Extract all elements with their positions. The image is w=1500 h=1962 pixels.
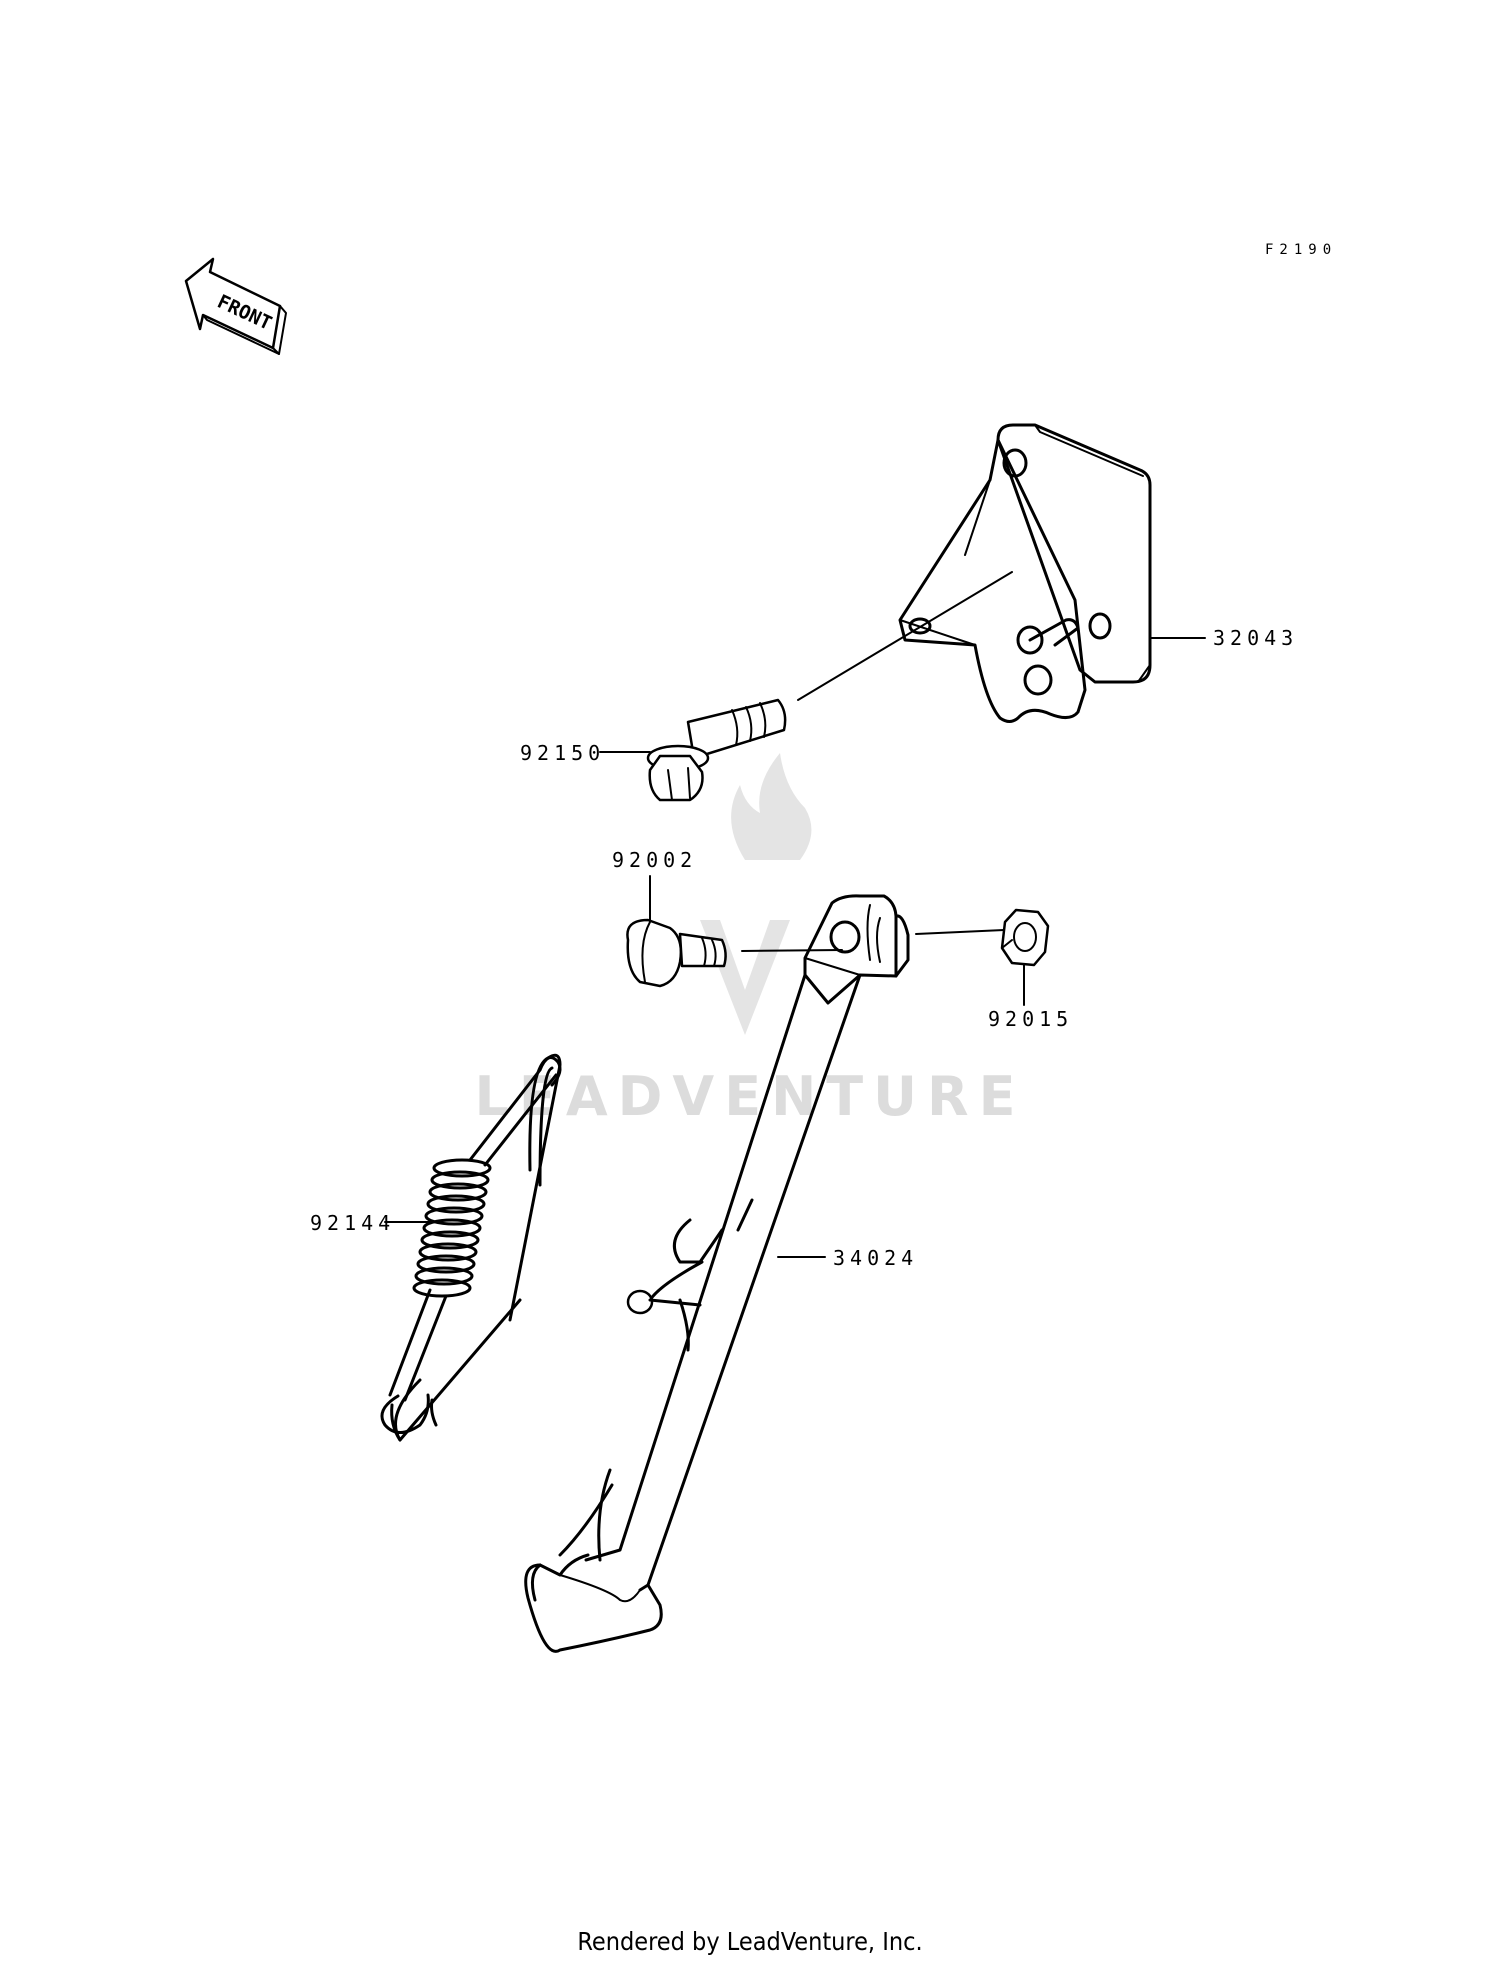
part-number-92150: 92150	[520, 741, 605, 765]
side-stand-34024: 34024	[524, 894, 918, 1653]
footer-credit: Rendered by LeadVenture, Inc.	[577, 1927, 922, 1956]
spring-coils	[412, 1158, 492, 1298]
bolt-92150: 92150	[520, 698, 787, 802]
front-arrow-icon: FRONT	[184, 257, 287, 355]
part-number-92144: 92144	[310, 1211, 395, 1235]
bolt-92002: 92002	[612, 848, 843, 988]
nut-92015: 92015	[915, 908, 1073, 1031]
spring-92144: 92144	[310, 1053, 562, 1442]
part-number-92002: 92002	[612, 848, 697, 872]
part-number-92015: 92015	[988, 1007, 1073, 1031]
diagram-code: F2190	[1265, 242, 1337, 258]
bracket-32043: 32043	[898, 423, 1298, 723]
watermark-text: LEADVENTURE	[475, 1065, 1026, 1128]
part-number-32043: 32043	[1213, 626, 1298, 650]
part-number-34024: 34024	[833, 1246, 918, 1270]
